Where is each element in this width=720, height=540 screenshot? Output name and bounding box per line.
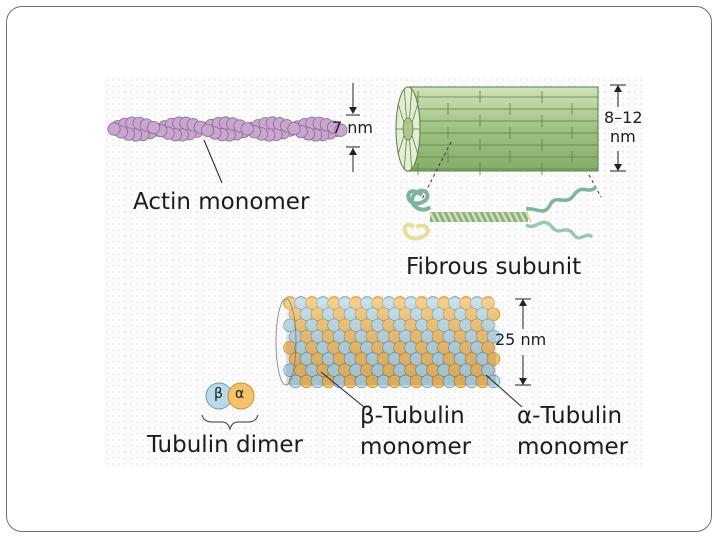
if-dimension-marker xyxy=(610,84,626,172)
actin-filament xyxy=(107,116,348,142)
mt-dimension-marker xyxy=(515,298,531,386)
actin-dimension-marker xyxy=(346,83,360,172)
actin-bead xyxy=(146,120,161,135)
dimer-alpha-symbol: α xyxy=(235,386,245,402)
fibrous-subunit-label: Fibrous subunit xyxy=(406,254,582,280)
if-dimension-label-bottom: nm xyxy=(610,127,636,146)
actin-pointer-line xyxy=(203,139,223,184)
actin-bead xyxy=(334,123,348,137)
fibrous-subunit-drawing xyxy=(402,185,598,241)
if-dimension-label-top: 8–12 xyxy=(604,108,643,127)
alpha-tubulin-label-line1: α-Tubulin xyxy=(517,403,623,429)
actin-bead xyxy=(240,122,254,136)
actin-dimension-label: 7 nm xyxy=(332,118,373,137)
slide-frame: Actin monomer 7 nm 8–12 nm Fibrous subun… xyxy=(6,6,712,532)
tubulin-dimer-drawing xyxy=(201,382,259,431)
intermediate-filament xyxy=(395,86,602,200)
alpha-tubulin-sphere xyxy=(486,307,501,321)
actin-bead xyxy=(107,122,121,136)
actin-bead xyxy=(287,122,301,136)
actin-monomer-label: Actin monomer xyxy=(133,189,310,215)
alpha-tubulin-sphere xyxy=(486,352,501,366)
alpha-tubulin-sphere xyxy=(481,296,495,310)
alpha-tubulin-label-line2: monomer xyxy=(517,434,629,460)
dimer-beta-symbol: β xyxy=(214,386,223,402)
microtubule xyxy=(275,296,523,408)
actin-bead xyxy=(201,123,215,137)
beta-tubulin-sphere xyxy=(481,318,495,333)
beta-tubulin-sphere xyxy=(481,363,495,377)
mt-dimension-label: 25 nm xyxy=(495,330,547,349)
alpha-tubulin-sphere xyxy=(481,341,495,355)
tubulin-dimer-label: Tubulin dimer xyxy=(147,432,303,458)
cytoskeleton-figure: Actin monomer 7 nm 8–12 nm Fibrous subun… xyxy=(104,77,644,467)
beta-tubulin-label-line2: monomer xyxy=(360,434,472,460)
beta-tubulin-label-line1: β-Tubulin xyxy=(360,403,465,429)
